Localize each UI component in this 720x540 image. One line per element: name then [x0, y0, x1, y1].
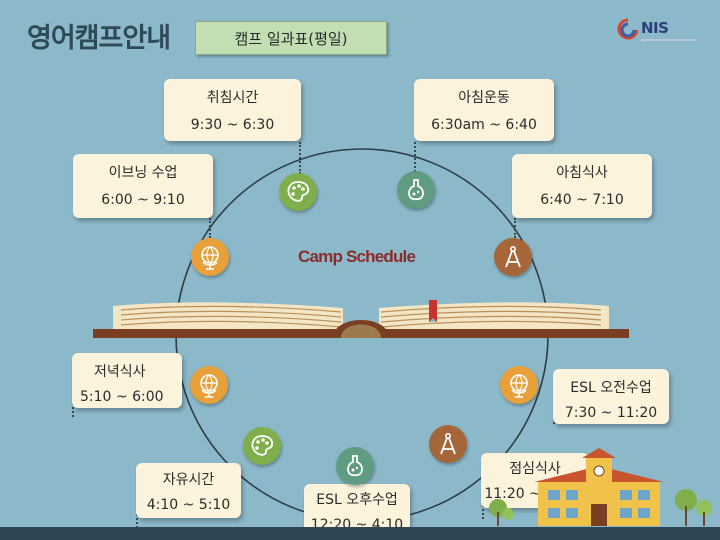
schedule-label: 자유시간: [162, 472, 215, 488]
schedule-label: 점심식사: [509, 461, 561, 477]
compass-icon: [494, 238, 532, 276]
schedule-card-evening-class: 이브닝 수업 6:00 ~ 9:10: [73, 154, 213, 218]
schedule-card-breakfast: 아침식사 6:40 ~ 7:10: [512, 154, 652, 218]
subtitle-tab: 캠프 일과표(평일): [195, 21, 387, 55]
globe-icon: [191, 238, 229, 276]
book-illustration: [93, 300, 629, 338]
connector: [299, 142, 301, 174]
compass-icon: [429, 425, 467, 463]
globe-icon: [500, 366, 538, 404]
schedule-card-exercise: 아침운동 6:30am ~ 6:40: [414, 79, 554, 141]
schedule-time: 6:40 ~ 7:10: [540, 192, 624, 208]
schedule-time: 4:10 ~ 5:10: [146, 497, 231, 513]
schedule-label: 아침식사: [556, 165, 608, 181]
logo-mark-icon: [617, 18, 639, 40]
palette-icon: [279, 173, 317, 211]
schedule-label: ESL 오후수업: [316, 492, 398, 508]
schedule-time: 5:10 ~ 6:00: [80, 389, 164, 405]
globe-icon: [190, 366, 228, 404]
ground-strip: [0, 527, 720, 540]
schedule-time: 6:00 ~ 9:10: [101, 192, 185, 208]
schedule-label: ESL 오전수업: [570, 380, 652, 396]
schedule-card-free-time: 자유시간 4:10 ~ 5:10: [136, 463, 241, 518]
schedule-time: 7:30 ~ 11:20: [564, 405, 658, 421]
logo-underline: [641, 39, 697, 41]
flask-icon: [336, 447, 374, 485]
connector: [482, 497, 484, 519]
schedule-card-esl-morning: ESL 오전수업 7:30 ~ 11:20: [553, 369, 669, 424]
logo-text: NIS: [641, 19, 669, 37]
schedule-card-dinner: 저녁식사 5:10 ~ 6:00: [72, 353, 182, 408]
schedule-label: 아침운동: [458, 90, 510, 106]
palette-icon: [243, 427, 281, 465]
diagram-title: Camp Schedule: [298, 247, 416, 266]
connector: [209, 218, 211, 238]
schedule-time: 9:30 ~ 6:30: [190, 117, 275, 133]
flask-icon: [397, 171, 435, 209]
connector: [414, 142, 416, 172]
schedule-label: 저녁식사: [94, 364, 146, 380]
logo: NIS: [617, 16, 701, 48]
schedule-card-sleep: 취침시간 9:30 ~ 6:30: [164, 79, 301, 141]
schedule-label: 이브닝 수업: [108, 165, 178, 181]
page-title: 영어캠프안내: [27, 23, 171, 54]
schedule-label: 취침시간: [206, 90, 259, 106]
school-illustration: [489, 448, 712, 526]
connector: [136, 510, 138, 528]
connector: [514, 218, 516, 238]
schedule-time: 6:30am ~ 6:40: [431, 117, 537, 133]
